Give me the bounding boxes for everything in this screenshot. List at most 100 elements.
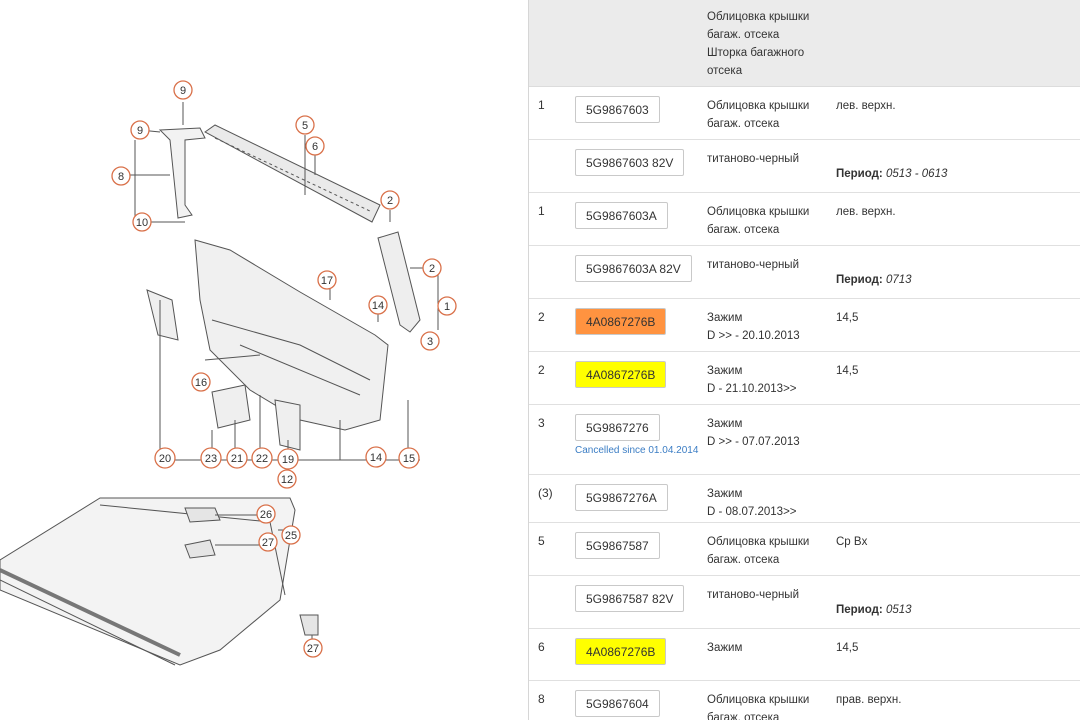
position-number: 1 (538, 98, 545, 112)
part-number-button[interactable]: 5G9867276A (575, 484, 668, 511)
table-row: 1 5G9867603A Облицовка крышки багаж. отсека… (529, 193, 1080, 246)
part-description: Зажим (707, 639, 742, 657)
callout-label: 16 (195, 377, 207, 389)
callout-label: 14 (370, 452, 382, 464)
part-note: лев. верхн. (836, 100, 896, 112)
callout-label: 9 (180, 85, 186, 97)
callout-label: 9 (137, 125, 143, 137)
part-description: титаново-черный (707, 256, 799, 274)
period-info: Период: 0713 (836, 274, 912, 286)
part-note: прав. верхн. (836, 694, 902, 706)
position-number: 5 (538, 534, 545, 548)
part-description: Облицовка крышки багаж. отсека (707, 533, 809, 569)
position-number: (3) (538, 486, 553, 500)
callout-label: 2 (429, 263, 435, 275)
position-number: 1 (538, 204, 545, 218)
part-description: Зажим D >> - 20.10.2013 (707, 309, 800, 345)
description-line: Зажим (707, 312, 743, 324)
part-number-button[interactable]: 5G9867603A (575, 202, 668, 229)
parts-diagram: 9 9 8 10 5 6 2 2 1 3 17 14 16 20 23 21 2… (0, 0, 528, 720)
callout-label: 19 (282, 454, 294, 466)
position-number: 3 (538, 416, 545, 430)
part-description: Зажим D - 21.10.2013>> (707, 362, 797, 398)
header-line: отсека (707, 65, 743, 77)
part-number-button[interactable]: 4A0867276B (575, 361, 667, 388)
part-number-button[interactable]: 5G9867587 (575, 532, 660, 559)
part-description: титаново-черный (707, 586, 799, 604)
description-line: багаж. отсека (707, 554, 780, 566)
part-number-button[interactable]: 5G9867587 82V (575, 585, 685, 612)
callout-label: 27 (307, 643, 319, 655)
part-number-button[interactable]: 4A0867276B (575, 638, 667, 665)
description-line: Облицовка крышки (707, 694, 810, 706)
callout-label: 15 (403, 453, 415, 465)
description-line: Облицовка крышки (707, 536, 810, 548)
description-line: титаново-черный (707, 153, 799, 165)
header-line: Облицовка крышки (707, 11, 810, 23)
callout-label: 20 (159, 453, 171, 465)
period-value: 0513 (885, 604, 912, 616)
header-line: Шторка багажного (707, 47, 805, 59)
part-description: Облицовка крышки багаж. отсека (707, 691, 809, 720)
cancelled-notice: Cancelled since 01.04.2014 (575, 445, 699, 456)
callout-label: 10 (136, 217, 148, 229)
period-label: Период: (836, 274, 883, 286)
part-number-button[interactable]: 5G9867604 (575, 690, 660, 717)
position-number: 2 (538, 363, 545, 377)
part-note: 14,5 (836, 642, 859, 654)
description-line: D >> - 20.10.2013 (707, 330, 800, 342)
part-description: Зажим D - 08.07.2013>> (707, 485, 797, 521)
part-description: титаново-черный (707, 150, 799, 168)
callout-label: 1 (444, 301, 450, 313)
period-label: Период: (836, 604, 883, 616)
group-header: Облицовка крышки багаж. отсека Шторка ба… (529, 0, 1080, 87)
description-line: багаж. отсека (707, 712, 780, 720)
description-line: Облицовка крышки (707, 206, 810, 218)
callout-label: 14 (372, 300, 384, 312)
position-number: 8 (538, 692, 545, 706)
part-number-button[interactable]: 5G9867276 (575, 414, 660, 441)
period-info: Период: 0513 (836, 604, 912, 616)
part-note: 14,5 (836, 312, 859, 324)
part-number-button[interactable]: 5G9867603A 82V (575, 255, 692, 282)
callout-label: 17 (321, 275, 333, 287)
table-row: 5 5G9867587 Облицовка крышки багаж. отсека C… (529, 523, 1080, 576)
description-line: багаж. отсека (707, 224, 780, 236)
description-line: титаново-черный (707, 259, 799, 271)
parts-diagram-svg: 9 9 8 10 5 6 2 2 1 3 17 14 16 20 23 21 2… (0, 80, 457, 666)
description-line: D - 21.10.2013>> (707, 383, 797, 395)
callout-label: 5 (302, 120, 308, 132)
part-number-button[interactable]: 5G9867603 (575, 96, 660, 123)
part-number-button[interactable]: 5G9867603 82V (575, 149, 685, 176)
period-value: 0713 (885, 274, 912, 286)
description-line: титаново-черный (707, 589, 799, 601)
part-description: Зажим D >> - 07.07.2013 (707, 415, 800, 451)
diagram-callouts: 9 9 8 10 5 6 2 2 1 3 17 14 16 20 23 21 2… (111, 80, 457, 658)
part-note: Cp Bx (836, 536, 868, 548)
part-number-button[interactable]: 4A0867276B (575, 308, 667, 335)
description-line: D >> - 07.07.2013 (707, 436, 800, 448)
description-line: Зажим (707, 418, 743, 430)
position-number: 6 (538, 640, 545, 654)
description-line: Зажим (707, 642, 743, 654)
description-line: D - 08.07.2013>> (707, 506, 797, 518)
description-line: Зажим (707, 365, 743, 377)
callout-label: 3 (427, 336, 433, 348)
callout-label: 8 (118, 171, 124, 183)
callout-label: 23 (205, 453, 217, 465)
description-line: Облицовка крышки (707, 100, 810, 112)
part-note: лев. верхн. (836, 206, 896, 218)
description-line: Зажим (707, 488, 743, 500)
callout-label: 2 (387, 195, 393, 207)
part-description: Облицовка крышки багаж. отсека (707, 203, 809, 239)
callout-label: 25 (285, 530, 297, 542)
parts-list-panel: Облицовка крышки багаж. отсека Шторка ба… (528, 0, 1080, 720)
table-row: 8 5G9867604 Облицовка крышки багаж. отсека п… (529, 681, 1080, 720)
